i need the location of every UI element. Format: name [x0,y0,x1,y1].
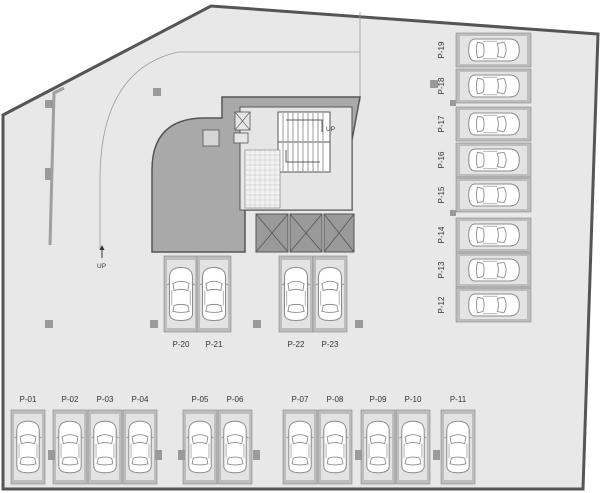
bay-label: P-11 [450,395,467,404]
car-icon [468,148,520,172]
bay-label: P-14 [437,226,446,243]
parking-bay-p-07[interactable]: P-07 [282,395,318,485]
bay-label: P-10 [405,395,422,404]
pillar [450,100,456,106]
central-core: UP UP [151,96,361,253]
parking-bay-p-08[interactable]: P-08 [317,395,353,485]
parking-bay-p-16[interactable]: P-16 [437,142,532,178]
parking-bay-p-09[interactable]: P-09 [360,395,396,485]
bay-label: P-17 [437,115,446,132]
bay-label: P-06 [227,395,244,404]
car-icon [364,420,392,474]
pillar [433,450,440,460]
bay-label: P-03 [97,395,114,404]
parking-bay-p-05[interactable]: P-05 [182,395,218,485]
parking-bay-p-04[interactable]: P-04 [122,395,158,485]
parking-bay-p-17[interactable]: P-17 [437,106,532,142]
car-icon [91,420,119,474]
car-icon [444,420,472,474]
car-icon [468,258,520,282]
parking-bay-p-13[interactable]: P-13 [437,252,532,288]
pillar [48,450,55,460]
pillar [178,450,185,460]
bay-label: P-23 [322,340,339,349]
bay-label: P-18 [437,77,446,94]
pillar [450,210,456,216]
car-icon [286,420,314,474]
svg-text:UP: UP [326,126,335,133]
bay-label: P-21 [206,340,223,349]
svg-text:UP: UP [97,263,106,270]
bay-label: P-13 [437,261,446,278]
car-icon [468,183,520,207]
parking-bay-p-10[interactable]: P-10 [395,395,431,485]
bay-label: P-07 [292,395,309,404]
lift-shafts [255,213,355,253]
bay-label: P-04 [132,395,149,404]
parking-bay-p-21[interactable]: P-21 [196,255,232,349]
ramp-guide [48,86,65,246]
parking-bay-p-23[interactable]: P-23 [312,255,348,349]
car-icon [221,420,249,474]
car-icon [281,266,311,322]
bay-label: P-09 [370,395,387,404]
pillar [150,320,158,328]
parking-bay-p-02[interactable]: P-02 [52,395,88,485]
car-icon [468,38,520,62]
parking-bay-p-01[interactable]: P-01 [10,395,46,485]
parking-bay-p-03[interactable]: P-03 [87,395,123,485]
car-icon [315,266,345,322]
parking-bay-p-15[interactable]: P-15 [437,177,532,213]
bay-label: P-16 [437,151,446,168]
car-icon [199,266,229,322]
car-icon [56,420,84,474]
parking-bay-p-12[interactable]: P-12 [437,287,532,323]
bay-label: P-08 [327,395,344,404]
pillar [253,450,260,460]
car-icon [186,420,214,474]
up-arrow-marker: UP [97,245,106,270]
car-icon [468,74,520,98]
lobby-grid [244,149,281,209]
pillar [155,450,162,460]
bay-label: P-01 [20,395,37,404]
bay-label: P-12 [437,296,446,313]
pillar [253,320,261,328]
middle-parking-pairs: P-20 P-21 P-22 P-23 [163,255,348,349]
pillar [153,88,161,96]
driveway-curve [99,51,360,250]
car-icon [468,293,520,317]
car-icon [468,112,520,136]
pillar [45,100,53,108]
bay-label: P-19 [437,41,446,58]
bay-label: P-20 [173,340,190,349]
car-icon [166,266,196,322]
parking-bay-p-11[interactable]: P-11 [440,395,476,485]
pillar [355,450,362,460]
parking-bay-p-18[interactable]: P-18 [437,68,532,104]
parking-bay-p-06[interactable]: P-06 [217,395,253,485]
car-icon [14,420,42,474]
car-icon [399,420,427,474]
bottom-parking-row: P-01 P-02 P-03 P-04 P-05 P-06 P-07 P-08 P-09 P-10… [10,395,476,485]
pillar [355,320,363,328]
pillar [45,320,53,328]
bay-label: P-05 [192,395,209,404]
parking-bay-p-20[interactable]: P-20 [163,255,199,349]
parking-bay-p-14[interactable]: P-14 [437,217,532,253]
pillar [45,168,51,180]
right-parking-column: P-19P-18P-17P-16P-15P-14P-13P-12 [437,32,532,323]
pillar [430,80,438,88]
car-icon [126,420,154,474]
bay-label: P-15 [437,186,446,203]
parking-bay-p-19[interactable]: P-19 [437,32,532,68]
car-icon [321,420,349,474]
bay-label: P-02 [62,395,79,404]
car-icon [468,223,520,247]
parking-bay-p-22[interactable]: P-22 [278,255,314,349]
bay-label: P-22 [288,340,305,349]
